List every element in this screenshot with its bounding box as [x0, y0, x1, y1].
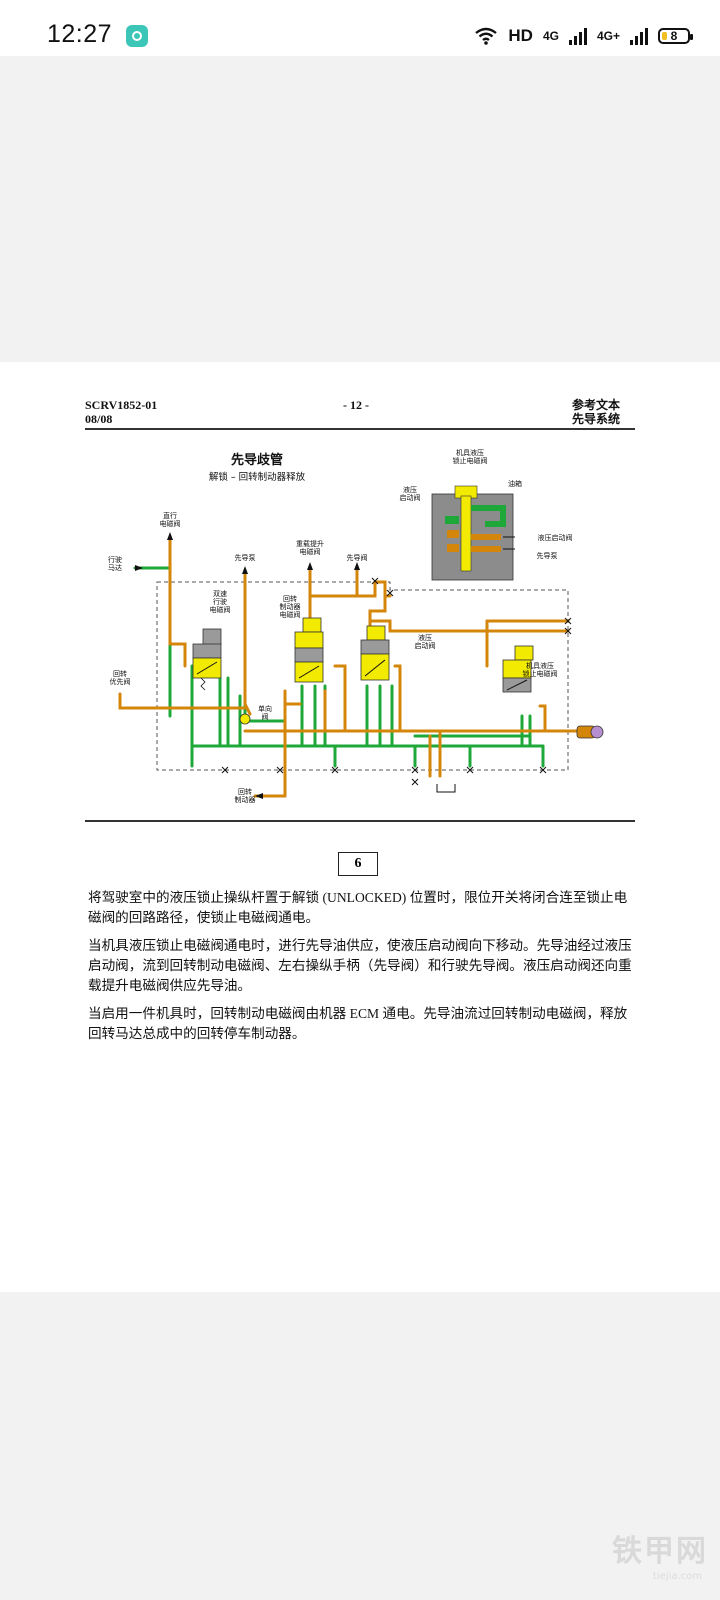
label-line: 锁止电磁阀 [523, 669, 558, 678]
doc-date: 08/08 [85, 412, 113, 426]
label-inset-activation-valve-right: 液压启动阀 [538, 533, 573, 542]
document-page[interactable]: SCRV1852-01 08/08 - 12 - 参考文本 先导系统 先导歧管 … [0, 362, 720, 1292]
label-heavy-lift-solenoid: 重载提升电磁阀 [296, 539, 324, 556]
label-inset-lock-solenoid: 机具液压锁止电磁阀 [453, 448, 488, 465]
label-travel-motor: 行驶马达 [108, 555, 122, 572]
label-line: 回转 [283, 594, 297, 603]
label-hydraulic-activation-valve: 液压启动阀 [415, 633, 436, 650]
signal-icon [630, 27, 648, 45]
label-swing-brake-solenoid: 回转制动器电磁阀 [280, 594, 301, 619]
label-implement-lock-solenoid: 机具液压锁止电磁阀 [523, 661, 558, 678]
paragraph-3: 当启用一件机具时，回转制动电磁阀由机器 ECM 通电。先导油流过回转制动电磁阀，… [88, 1006, 628, 1041]
label-line: 单向 [258, 704, 272, 713]
label-line: 启动阀 [415, 641, 436, 650]
hd-indicator: HD [508, 26, 533, 45]
label-line: 机具液压 [526, 661, 554, 670]
header-rule [85, 428, 635, 430]
page-number: - 12 - [343, 398, 369, 412]
signal-icon [568, 27, 587, 45]
label-line: 制动器 [235, 795, 256, 804]
watermark-sub: tiejia.com [652, 1571, 702, 1582]
label-pilot-pump: 先导泵 [235, 553, 256, 562]
pilot-manifold-diagram: 先导歧管 解锁 – 回转制动器释放 [108, 448, 604, 804]
label-line: 阀 [262, 712, 269, 721]
diagram-title: 先导歧管 [231, 452, 283, 468]
doc-category: 参考文本 [572, 398, 621, 412]
network-type-1: 4G [542, 29, 559, 43]
two-speed-travel-solenoid-valve [192, 628, 222, 691]
label-line: 直行 [163, 511, 177, 520]
label-line: 机具液压 [456, 448, 484, 457]
label-two-speed-travel-solenoid: 双速行驶电磁阀 [210, 590, 231, 614]
paragraph-2: 当机具液压锁止电磁阀通电时，进行先导油供应，使液压启动阀向下移动。先导油经过液压… [88, 938, 632, 993]
status-bar: 12:27 HD 4G 4G+ 8 [0, 0, 720, 56]
label-line: 行驶 [108, 555, 122, 564]
label-line: 马达 [108, 563, 122, 572]
network-type-2: 4G+ [596, 29, 620, 43]
label-line: 启动阀 [400, 493, 421, 502]
watermark-logo: 铁甲网 [612, 1534, 708, 1569]
label-line: 双速 [213, 590, 227, 598]
label-inset-tank: 油箱 [508, 479, 522, 488]
label-straight-travel-solenoid: 直行电磁阀 [160, 511, 181, 528]
label-line: 液压 [403, 485, 417, 494]
label-pilot-valve: 先导阀 [347, 553, 368, 562]
paragraph-1: 将驾驶室中的液压锁止操纵杆置于解锁 (UNLOCKED) 位置时，限位开关将闭合… [88, 890, 628, 925]
label-line: 回转 [113, 669, 127, 678]
label-inset-activation-valve: 液压启动阀 [400, 485, 421, 502]
figure-rule [85, 820, 635, 822]
label-line: 制动器 [280, 602, 301, 611]
label-check-valve: 单向阀 [258, 704, 272, 721]
hydraulic-activation-valve [360, 625, 390, 681]
label-line: 液压 [418, 633, 432, 642]
battery-level: 8 [670, 29, 678, 43]
implement-lock-solenoid-valve [502, 645, 534, 693]
label-line: 电磁阀 [280, 610, 301, 619]
wifi-icon [475, 27, 498, 45]
label-line: 优先阀 [110, 677, 131, 686]
diagram-labels: 行驶马达 直行电磁阀 先导泵 重载提升电磁阀 先导阀 双速行驶电磁阀 回转制动器… [108, 448, 573, 804]
doc-section: 先导系统 [572, 412, 621, 426]
status-time: 12:27 [47, 20, 113, 48]
status-icons: HD 4G 4G+ 8 [474, 24, 693, 48]
app-notification-icon [126, 25, 148, 47]
label-line: 锁止电磁阀 [453, 456, 488, 465]
label-line: 回转 [238, 787, 252, 796]
doc-code: SCRV1852-01 [85, 398, 158, 412]
activation-valve-inset [431, 485, 515, 581]
label-line: 电磁阀 [300, 547, 321, 556]
battery-icon: 8 [658, 28, 693, 44]
label-line: 电磁阀 [210, 605, 231, 614]
label-swing-brake: 回转制动器 [235, 787, 256, 804]
label-line: 重载提升 [296, 539, 324, 548]
swing-brake-solenoid-valve [294, 617, 324, 683]
figure-number: 6 [338, 852, 378, 876]
label-inset-pilot-pump: 先导泵 [537, 551, 558, 560]
diagram-subtitle: 解锁 – 回转制动器释放 [209, 471, 306, 483]
label-swing-priority-valve: 回转优先阀 [110, 669, 131, 686]
label-line: 电磁阀 [160, 519, 181, 528]
label-line: 行驶 [213, 597, 227, 606]
